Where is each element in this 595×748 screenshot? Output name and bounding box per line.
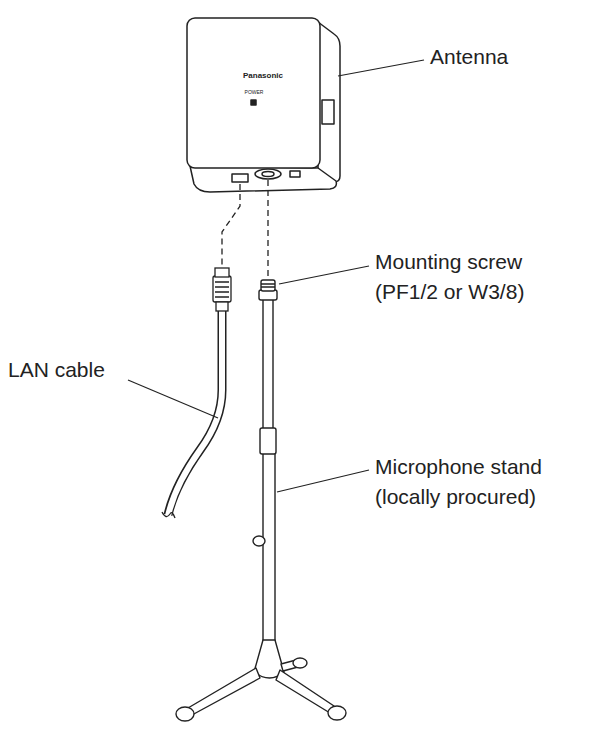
mounting-screw-thread bbox=[261, 280, 275, 291]
screw-guide-dashed bbox=[267, 180, 268, 280]
antenna-side-tab bbox=[322, 100, 334, 124]
foot-left bbox=[176, 707, 194, 721]
power-led bbox=[251, 100, 256, 105]
stand-collar bbox=[260, 428, 276, 454]
screw-thread-lines bbox=[261, 284, 275, 287]
lan-plug-boot bbox=[216, 302, 228, 311]
antenna-bottom-face bbox=[190, 166, 336, 192]
foot-back bbox=[293, 658, 307, 668]
leader-mounting-screw bbox=[279, 266, 369, 284]
leader-antenna bbox=[338, 60, 424, 76]
power-marking: POWER bbox=[238, 89, 270, 96]
stand-leg-left bbox=[188, 668, 260, 715]
brand-mark: Panasonic bbox=[233, 70, 293, 82]
lan-cable-outline bbox=[168, 310, 222, 515]
lan-port bbox=[232, 174, 248, 182]
lan-plug-ridges bbox=[215, 282, 229, 297]
part-name: Antenna bbox=[430, 42, 580, 72]
lan-plug-tip bbox=[215, 268, 229, 277]
cable-guide-dashed bbox=[222, 184, 240, 266]
mounting-hole-rim bbox=[255, 169, 281, 179]
mounting-notch bbox=[290, 171, 300, 177]
leader-lan-cable bbox=[128, 380, 218, 418]
leader-microphone-stand bbox=[277, 470, 369, 492]
lan-plug-body bbox=[213, 276, 231, 302]
antenna-side-face bbox=[318, 22, 340, 182]
stand-leg-right bbox=[276, 670, 334, 713]
part-name: LAN cable bbox=[8, 355, 148, 385]
stand-upper-tube bbox=[263, 296, 273, 430]
stand-clamp-knob bbox=[253, 536, 265, 546]
part-name: Mounting screw (PF1/2 or W3/8) bbox=[375, 247, 550, 308]
lan-cable-cut-end bbox=[162, 512, 175, 518]
stand-lower-tube bbox=[263, 450, 275, 662]
lan-cable-core bbox=[168, 309, 222, 516]
part-name: Microphone stand (locally procured) bbox=[375, 452, 575, 513]
mounting-hole bbox=[262, 172, 274, 177]
antenna-front-face bbox=[187, 18, 320, 168]
foot-right bbox=[328, 706, 346, 720]
